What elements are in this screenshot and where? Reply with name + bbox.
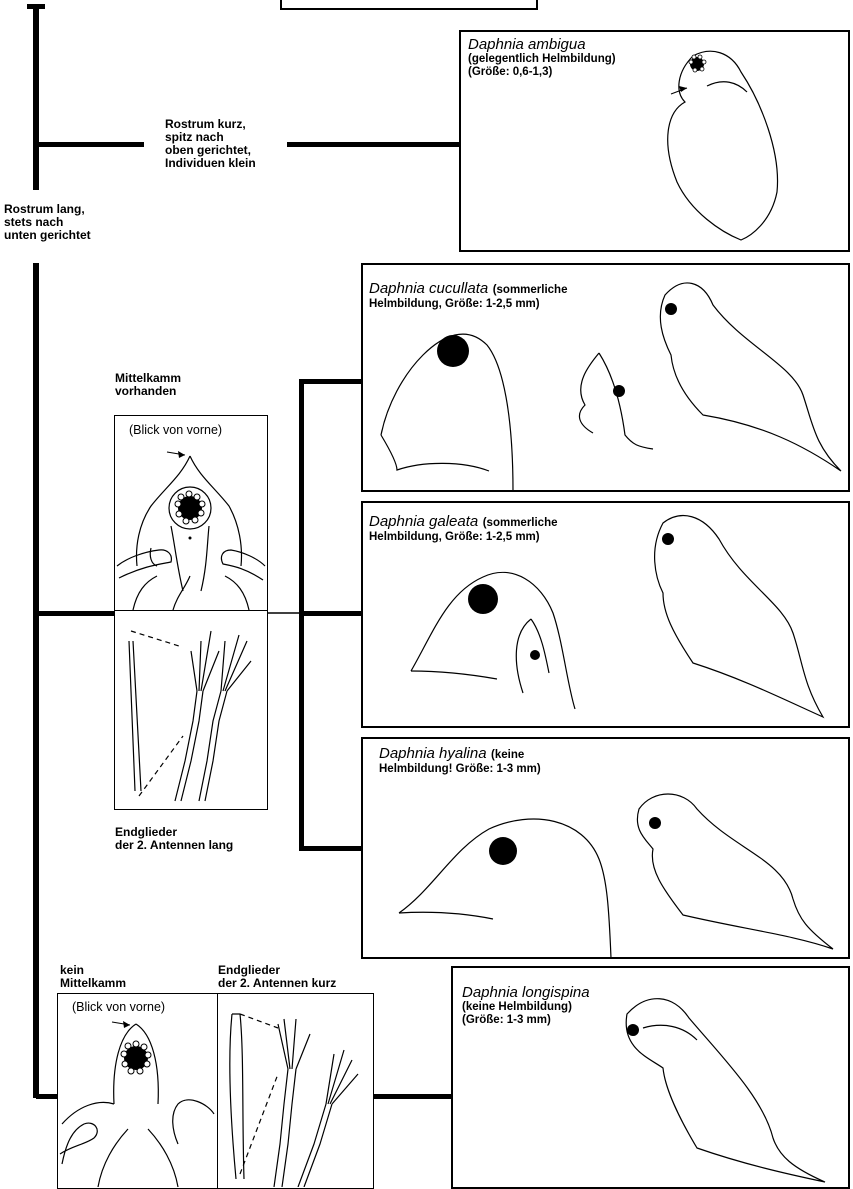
compound-eye-icon <box>489 837 517 865</box>
species-card-longispina: Daphnia longispina (keine Helmbildung) (… <box>451 966 850 1189</box>
long-antenna-drawing <box>115 611 266 808</box>
label-kein-mittelkamm: kein Mittelkamm <box>60 964 126 990</box>
compound-eye-icon <box>437 335 469 367</box>
label-mittelkamm-present: Mittelkamm vorhanden <box>115 372 181 398</box>
label-rostrum-long: Rostrum lang, stets nach unten gerichtet <box>4 203 91 242</box>
compound-eye-icon <box>627 1024 639 1036</box>
front-view-drawing <box>115 416 266 610</box>
species-card-cucullata: Daphnia cucullata (sommerliche Helmbildu… <box>361 263 850 492</box>
figure-short-antenna <box>217 993 374 1189</box>
ambigua-drawing <box>461 32 849 251</box>
cucullata-drawing <box>363 265 849 491</box>
label-endglieder-long: Endglieder der 2. Antennen lang <box>115 826 233 852</box>
compound-eye-icon <box>468 584 498 614</box>
longispina-drawing <box>453 968 849 1188</box>
label-endglieder-short: Endglieder der 2. Antennen kurz <box>218 964 336 990</box>
short-antenna-drawing <box>218 994 372 1187</box>
species-card-hyalina: Daphnia hyalina (keine Helmbildung! Größ… <box>361 737 850 959</box>
hyalina-drawing <box>363 739 849 958</box>
figure-no-mittelkamm-front-view: (Blick von vorne) <box>57 993 219 1189</box>
species-card-galeata: Daphnia galeata (sommerliche Helmbildung… <box>361 501 850 728</box>
species-card-ambigua: Daphnia ambigua (gelegentlich Helmbildun… <box>459 30 850 252</box>
galeata-drawing <box>363 503 849 727</box>
figure-mittelkamm-front-view: (Blick von vorne) <box>114 415 268 612</box>
label-rostrum-short: Rostrum kurz, spitz nach oben gerichtet,… <box>165 118 256 170</box>
front-view-drawing-2 <box>58 994 217 1187</box>
figure-long-antenna <box>114 610 268 810</box>
